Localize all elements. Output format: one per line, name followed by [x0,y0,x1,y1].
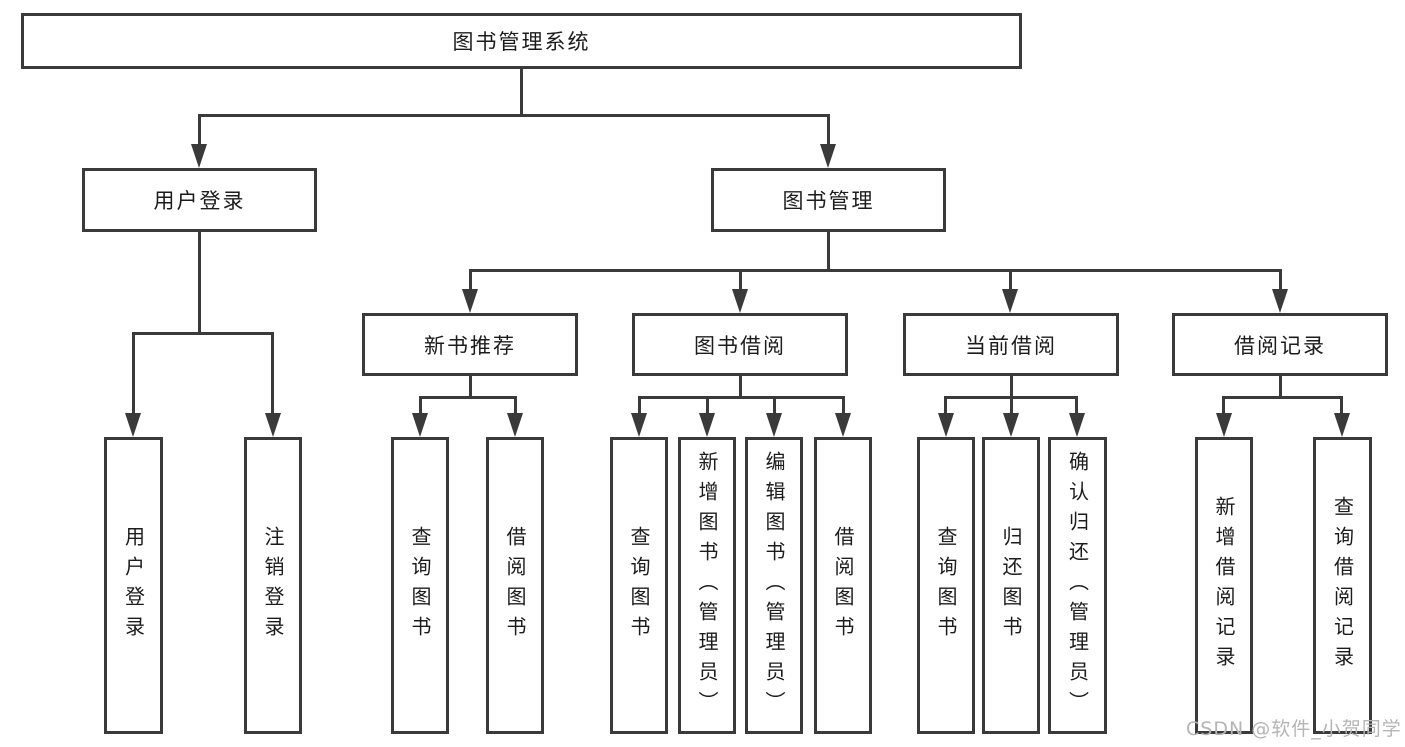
node-label: 确认归还（管理员） [1065,450,1090,721]
node-add-borrow-record: 新增借阅记录 [1195,437,1253,734]
node-borrow-books-borrowing: 借阅图书 [814,437,872,734]
connector-line [1075,396,1078,415]
arrow-down-icon [125,413,141,437]
node-query-borrow-record: 查询借阅记录 [1313,437,1372,734]
arrow-down-icon [1002,289,1018,313]
arrow-down-icon [1272,289,1288,313]
node-book-management: 图书管理 [711,168,946,232]
arrow-down-icon [462,289,478,313]
arrow-down-icon [766,413,782,437]
node-label: 查询图书 [934,525,958,646]
connector-line [132,332,135,415]
node-label: 编辑图书（管理员） [762,450,786,721]
connector-line [198,114,201,146]
connector-line [1009,269,1012,291]
node-confirm-return-admin: 确认归还（管理员） [1048,437,1107,734]
node-add-book-admin: 新增图书（管理员） [678,437,736,734]
connector-line [469,269,472,291]
arrow-down-icon [835,413,851,437]
connector-line [827,232,830,272]
arrow-down-icon [938,413,954,437]
connector-line [132,332,274,335]
node-label: 归还图书 [999,525,1023,646]
node-return-book: 归还图书 [982,437,1040,734]
node-logout: 注销登录 [244,437,302,734]
connector-line [520,69,523,117]
arrow-down-icon [265,413,281,437]
node-query-books-recommend: 查询图书 [391,437,449,734]
arrow-down-icon [1003,413,1019,437]
node-label: 新增图书（管理员） [695,450,719,721]
arrow-down-icon [1069,413,1085,437]
arrow-down-icon [507,413,523,437]
node-root: 图书管理系统 [21,13,1022,69]
connector-line [827,114,830,146]
node-current-borrowing: 当前借阅 [903,313,1119,376]
connector-line [469,376,472,398]
arrow-down-icon [1216,413,1232,437]
node-label: 借阅图书 [831,525,855,646]
node-label: 用户登录 [153,189,246,213]
node-borrow-books-recommend: 借阅图书 [486,437,544,734]
node-label: 注销登录 [261,525,285,646]
node-user-login-leaf: 用户登录 [104,437,163,734]
arrow-down-icon [1334,413,1350,437]
node-new-book-recommend: 新书推荐 [362,313,578,376]
connector-line [739,376,742,398]
watermark: CSDN @软件_小贺同学 [1186,718,1402,740]
connector-line [842,396,845,415]
node-label: 图书借阅 [694,333,786,358]
connector-line [419,396,517,399]
connector-line [1222,396,1342,399]
arrow-down-icon [631,413,647,437]
node-user-login-branch: 用户登录 [82,168,317,232]
connector-line [198,114,829,117]
arrow-down-icon [412,413,428,437]
node-label: 当前借阅 [965,333,1057,358]
connector-line [271,332,274,415]
connector-line [1279,376,1282,398]
node-label: 新书推荐 [424,333,516,358]
node-edit-book-admin: 编辑图书（管理员） [745,437,803,734]
connector-line [1279,269,1282,291]
connector-line [419,396,422,415]
connector-line [944,396,947,415]
node-label: 借阅记录 [1234,333,1326,358]
connector-line [198,232,201,334]
connector-line [469,269,1281,272]
connector-line [1222,396,1225,415]
node-label: 查询图书 [627,525,651,646]
connector-line [739,269,742,291]
node-label: 图书管理 [782,189,875,213]
node-label: 借阅图书 [503,525,527,646]
node-label: 用户登录 [121,525,146,646]
node-book-borrowing: 图书借阅 [632,313,848,376]
connector-line [514,396,517,415]
node-query-books-current: 查询图书 [917,437,975,734]
node-label: 新增借阅记录 [1212,495,1236,676]
node-root-label: 图书管理系统 [452,30,591,54]
node-label: 查询图书 [408,525,432,646]
arrow-down-icon [732,289,748,313]
connector-line [1010,376,1013,398]
connector-line [638,396,844,399]
node-borrow-records: 借阅记录 [1172,313,1388,376]
arrow-down-icon [820,144,836,168]
connector-line [638,396,641,415]
connector-line [1340,396,1343,415]
node-query-books-borrowing: 查询图书 [610,437,668,734]
connector-line [773,396,776,415]
node-label: 查询借阅记录 [1330,495,1355,676]
arrow-down-icon [191,144,207,168]
connector-line [706,396,709,415]
connector-line [1010,396,1013,415]
arrow-down-icon [699,413,715,437]
